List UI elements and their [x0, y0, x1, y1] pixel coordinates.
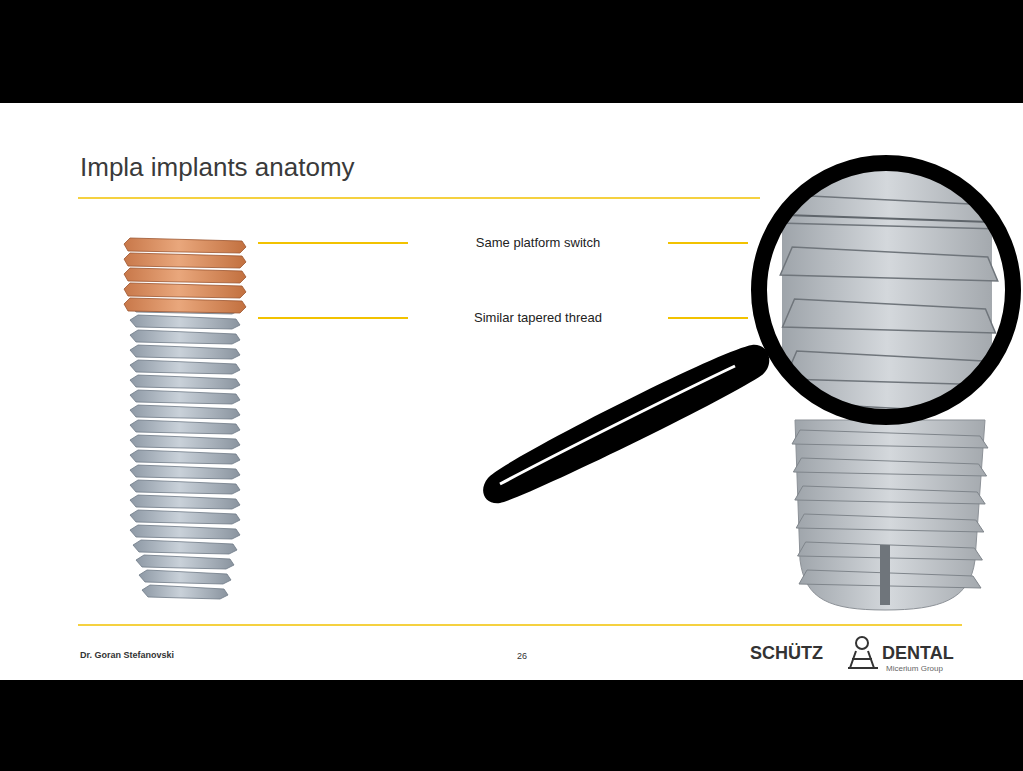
- magnifier: [483, 160, 1013, 503]
- implant-drawing: [124, 238, 246, 599]
- logo-subtitle: Micerium Group: [886, 664, 943, 673]
- logo-word: DENTAL: [882, 643, 954, 664]
- logo-word: SCHÜTZ: [750, 643, 823, 664]
- callout-label: Same platform switch: [476, 235, 600, 250]
- author-name: Dr. Goran Stefanovski: [80, 650, 174, 660]
- footer-rule: [78, 624, 962, 626]
- implant-drawing: [792, 420, 988, 610]
- title-rule: [78, 197, 760, 199]
- slide-title: Impla implants anatomy: [80, 152, 355, 183]
- slide-ground: [0, 103, 1023, 680]
- page-number: 26: [517, 651, 527, 661]
- leader-lines: [258, 243, 748, 318]
- callout-label: Similar tapered thread: [474, 310, 602, 325]
- logo-figure: [848, 637, 878, 668]
